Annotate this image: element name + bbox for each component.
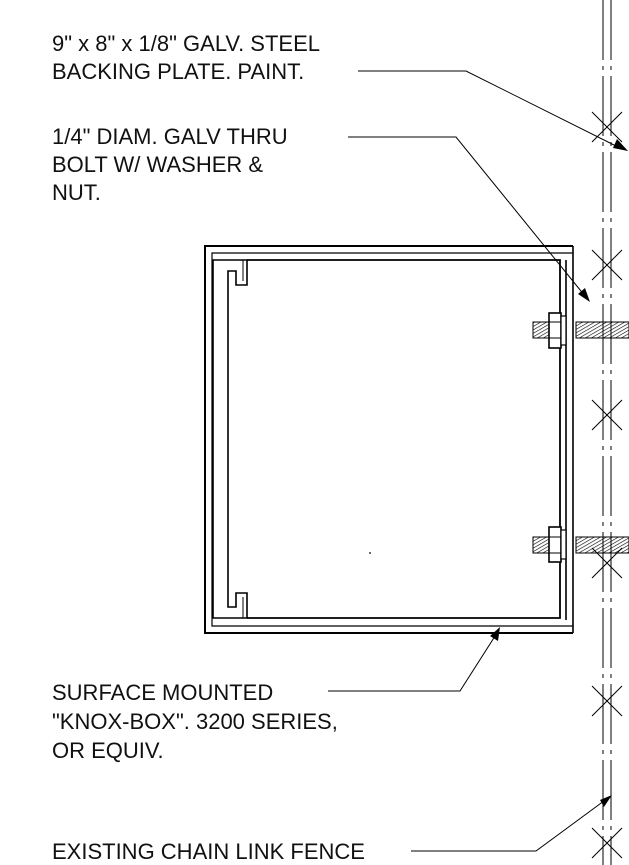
- arrowhead-fence: [600, 795, 612, 807]
- leader-knox-box: [328, 632, 498, 692]
- backing-plate-flange: [565, 246, 574, 633]
- callout-knox-box: SURFACE MOUNTED "KNOX-BOX". 3200 SERIES,…: [52, 680, 338, 763]
- callout-knox-box-line1: SURFACE MOUNTED: [52, 680, 273, 705]
- leader-thru-bolt: [348, 136, 586, 297]
- callout-fence-line1: EXISTING CHAIN LINK FENCE: [52, 839, 365, 864]
- bolt-nut: [548, 312, 562, 349]
- chain-link-fence: [591, 0, 623, 865]
- callout-knox-box-line2: "KNOX-BOX". 3200 SERIES,: [52, 709, 338, 734]
- leader-lines: [328, 70, 628, 852]
- drawing-speck: [369, 552, 371, 554]
- bolt-washer: [560, 315, 567, 346]
- callout-fence: EXISTING CHAIN LINK FENCE: [52, 839, 365, 864]
- bolt-nut: [548, 526, 562, 563]
- leader-fence: [411, 797, 609, 852]
- callout-thru-bolt: 1/4" DIAM. GALV THRU BOLT W/ WASHER & NU…: [52, 124, 288, 205]
- backing-plate-inner: [211, 252, 573, 627]
- bolt-threads-right: [575, 536, 629, 554]
- arrowhead-thru-bolt: [578, 288, 590, 302]
- callout-thru-bolt-line3: NUT.: [52, 180, 101, 205]
- callout-backing-plate-line2: BACKING PLATE. PAINT.: [52, 59, 304, 84]
- fence-mesh-marks: [591, 111, 623, 859]
- callout-backing-plate-line1: 9" x 8" x 1/8" GALV. STEEL: [52, 31, 320, 56]
- thru-bolt-upper: [532, 312, 629, 349]
- backing-plate: [204, 245, 574, 634]
- callout-thru-bolt-line1: 1/4" DIAM. GALV THRU: [52, 124, 288, 149]
- bolt-threads-left: [532, 321, 550, 339]
- arrowhead-knox-box: [490, 627, 500, 641]
- bolt-threads-left: [532, 536, 550, 554]
- knox-box-door: [212, 259, 248, 619]
- bolt-threads-right: [575, 321, 629, 339]
- bolt-washer: [560, 529, 567, 560]
- callout-thru-bolt-line2: BOLT W/ WASHER &: [52, 152, 263, 177]
- callout-knox-box-line3: OR EQUIV.: [52, 738, 164, 763]
- knox-box: [212, 259, 561, 619]
- backing-plate-outer: [204, 245, 573, 634]
- callout-backing-plate: 9" x 8" x 1/8" GALV. STEEL BACKING PLATE…: [52, 31, 320, 84]
- leader-backing-plate: [358, 70, 621, 149]
- arrowhead-backing-plate: [613, 139, 628, 151]
- thru-bolt-lower: [532, 526, 629, 563]
- knox-box-body: [247, 259, 561, 619]
